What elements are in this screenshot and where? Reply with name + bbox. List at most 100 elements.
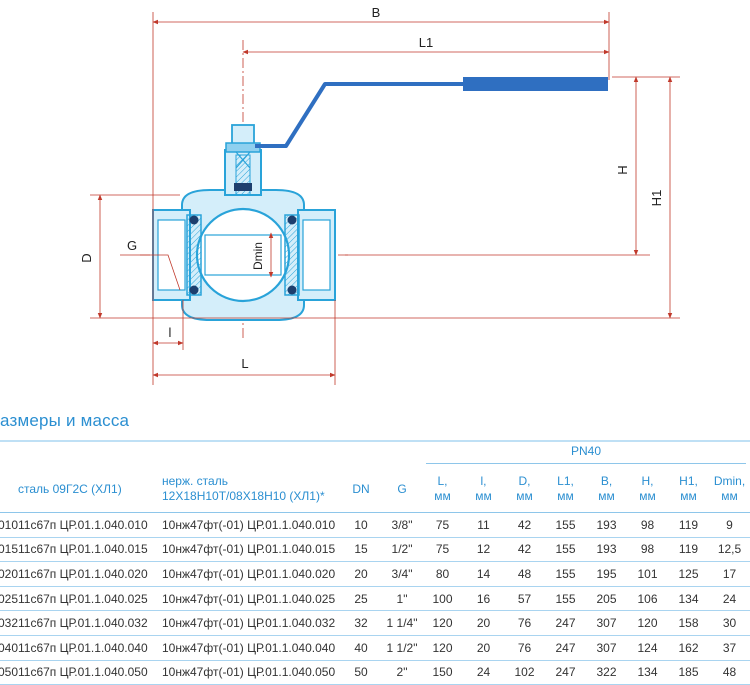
table-cell: 120 [627, 610, 668, 636]
table-cell: 1" [382, 586, 422, 612]
table-cell: 20 [463, 610, 504, 636]
label-h1: H1 [649, 190, 664, 207]
table-cell: 16 [463, 586, 504, 612]
table-cell: 11 [463, 512, 504, 538]
table-cell: 307 [586, 610, 627, 636]
table-cell: 193 [586, 537, 627, 563]
left-seat [186, 214, 202, 296]
table-cell: 119 [668, 537, 709, 563]
table-cell: 50 [340, 660, 382, 685]
table-cell: 48 [504, 561, 545, 587]
table-cell: 162 [668, 635, 709, 661]
column-header: Dmin, мм [709, 466, 750, 513]
table-cell: 10нж47фт(-01) ЦР.01.1.040.020 [162, 561, 340, 587]
spec-table: PN40 сталь 09Г2С (ХЛ1)нерж. сталь 12Х18Н… [0, 440, 750, 685]
table-cell: 11с67п ЦР.01.1.040.032 [18, 610, 162, 636]
table-cell: 20 [340, 561, 382, 587]
table-cell: 48 [709, 660, 750, 685]
table-cell: 1 1/2" [382, 635, 422, 661]
table-cell: 30 [709, 610, 750, 636]
table-cell: 150 [422, 660, 463, 685]
table-cell: 247 [545, 635, 586, 661]
table-cell: 195 [586, 561, 627, 587]
table-cell: 2" [382, 660, 422, 685]
table-cell: 158 [668, 610, 709, 636]
column-header: нерж. сталь 12Х18Н10Т/08Х18Н10 (ХЛ1)* [162, 466, 340, 513]
label-dmin: Dmin [251, 242, 265, 270]
table-cell: 102 [504, 660, 545, 685]
table-cell: 37 [709, 635, 750, 661]
ball-bore [204, 234, 282, 276]
column-header: B, мм [586, 466, 627, 513]
table-cell: 134 [668, 586, 709, 612]
table-cell: 40 [340, 635, 382, 661]
row-code: 040 [0, 640, 18, 655]
section-title: азмеры и масса [0, 411, 130, 430]
table-cell: 24 [463, 660, 504, 685]
table-cell: 101 [627, 561, 668, 587]
dimensions [90, 12, 680, 385]
label-l1: L1 [419, 35, 433, 50]
table-cell: 134 [627, 660, 668, 685]
label-g: G [127, 238, 137, 253]
table-cell: 307 [586, 635, 627, 661]
table-cell: 32 [340, 610, 382, 636]
table-cell: 10нж47фт(-01) ЦР.01.1.040.040 [162, 635, 340, 661]
table-cell: 80 [422, 561, 463, 587]
table-cell: 119 [668, 512, 709, 538]
table-cell: 14 [463, 561, 504, 587]
table-cell: 125 [668, 561, 709, 587]
table-cell: 10нж47фт(-01) ЦР.01.1.040.015 [162, 537, 340, 563]
column-header: D, мм [504, 466, 545, 513]
table-cell: 9 [709, 512, 750, 538]
valve-handle [255, 77, 608, 148]
label-l: l [169, 325, 172, 340]
table-cell: 185 [668, 660, 709, 685]
table-cell: 1 1/4" [382, 610, 422, 636]
valve-body [152, 124, 336, 321]
column-header: H1, мм [668, 466, 709, 513]
table-cell: 106 [627, 586, 668, 612]
column-header: L1, мм [545, 466, 586, 513]
table-cell: 205 [586, 586, 627, 612]
column-header: L, мм [422, 466, 463, 513]
table-cell: 247 [545, 610, 586, 636]
table-cell: 100 [422, 586, 463, 612]
table-cell: 12,5 [709, 537, 750, 563]
table-cell: 11с67п ЦР.01.1.040.050 [18, 660, 162, 685]
table-cell: 75 [422, 537, 463, 563]
table-cell: 10 [340, 512, 382, 538]
handle-grip [463, 77, 608, 91]
column-header: H, мм [627, 466, 668, 513]
table-cell: 76 [504, 635, 545, 661]
row-code: 020 [0, 566, 18, 581]
table-cell: 17 [709, 561, 750, 587]
table-cell: 11с67п ЦР.01.1.040.015 [18, 537, 162, 563]
column-headers: сталь 09Г2С (ХЛ1)нерж. сталь 12Х18Н10Т/0… [0, 466, 750, 513]
label-b: B [372, 5, 381, 20]
column-header: сталь 09Г2С (ХЛ1) [18, 466, 162, 513]
dimension-labels: B L1 H H1 D G Dmin l L [79, 5, 664, 371]
table-cell: 76 [504, 610, 545, 636]
table-cell: 11с67п ЦР.01.1.040.020 [18, 561, 162, 587]
table-cell: 98 [627, 537, 668, 563]
label-d: D [79, 253, 94, 262]
label-big-l: L [241, 356, 248, 371]
table-cell: 10нж47фт(-01) ЦР.01.1.040.010 [162, 512, 340, 538]
table-cell: 12 [463, 537, 504, 563]
table-cell: 032 [0, 610, 18, 636]
row-code: 050 [0, 665, 18, 680]
row-code: 015 [0, 542, 18, 557]
table-cell: 10нж47фт(-01) ЦР.01.1.040.025 [162, 586, 340, 612]
row-code: 010 [0, 517, 18, 532]
table-cell: 1/2" [382, 537, 422, 563]
table-cell: 155 [545, 512, 586, 538]
table-cell: 11с67п ЦР.01.1.040.025 [18, 586, 162, 612]
pn-header: PN40 [422, 440, 750, 466]
